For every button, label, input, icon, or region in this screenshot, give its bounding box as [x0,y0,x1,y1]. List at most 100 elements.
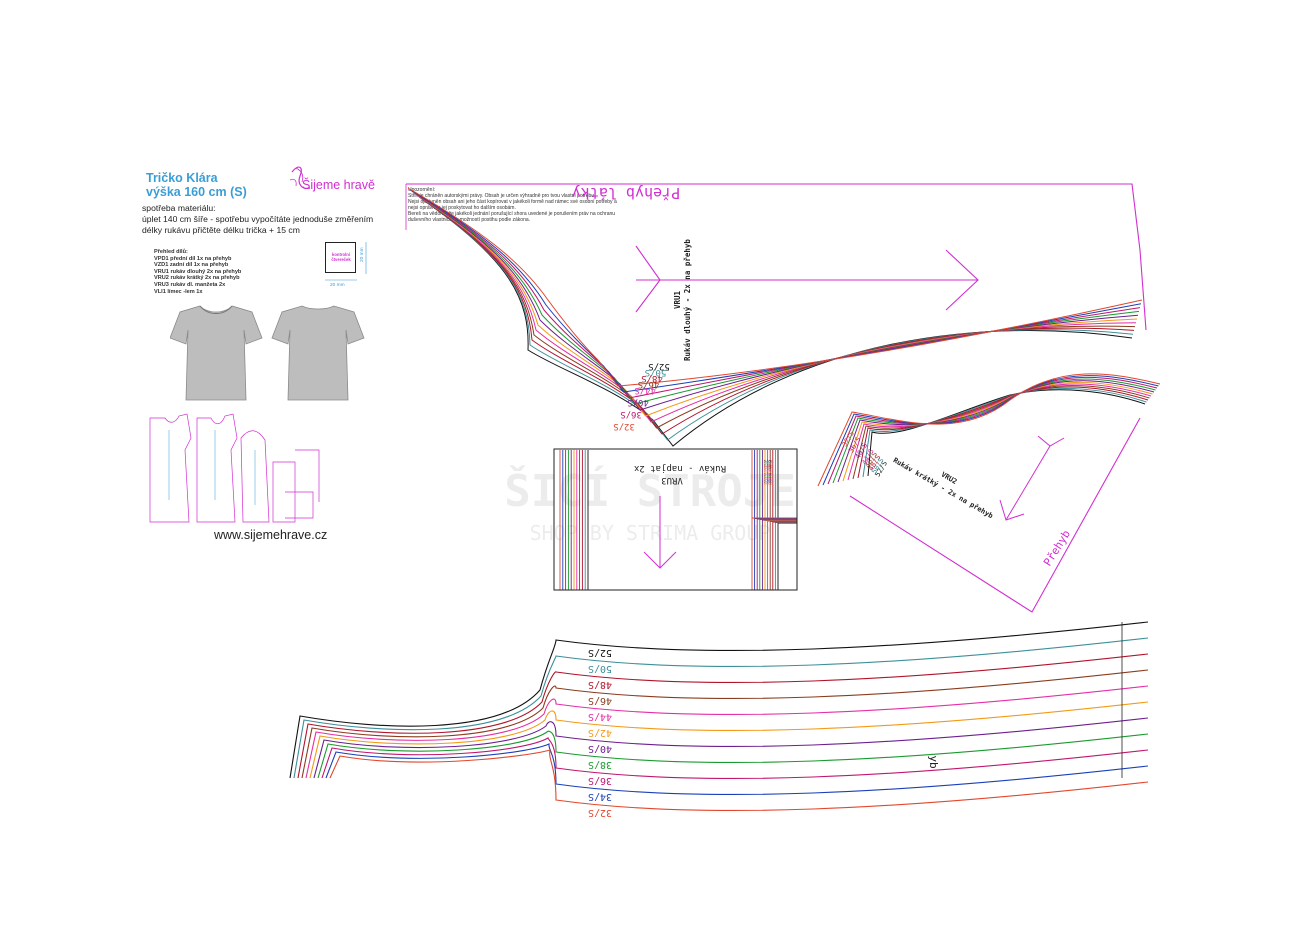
cuff-size-label: 52/S [764,459,772,463]
cuff-code: VRU3 [661,475,683,485]
body-size-label: 32/S [588,807,612,818]
body-size-label: 52/S [588,647,612,658]
long-sleeve-outline [418,195,1136,429]
body-size-label: 50/S [588,663,612,674]
cuff-size-label: 38/S [764,474,772,478]
parts-item: VRU2 rukáv krátký 2x na přehyb [154,275,240,282]
long-sleeve-outline [416,194,1137,423]
cuff-size-labels: 52/S50/S48/S46/S44/S42/S40/S38/S36/S34/S… [764,459,772,485]
long-sleeve-size-label: 44/S [634,385,656,395]
long-sleeve-size-label: 46/S [638,379,660,389]
body-outline [297,653,1149,779]
cuff-label: Rukáv - napjat 2x [633,463,726,473]
cuff-size-label: 44/S [764,468,772,472]
watermark: ŠICÍ STROJE SHOP BY STRIMA GROUP [504,464,795,545]
parts-item: VLI1 límec -lem 1x [154,288,203,295]
long-sleeve-outline [410,189,1141,399]
long-sleeve-piece: Přehyb látky VRU1 Rukáv dlouhý - 2x na p… [405,183,1147,447]
control-label-line-2: čtvereček [331,257,351,262]
watermark-line-1: ŠICÍ STROJE [504,464,795,517]
materials-heading: spotřeba materiálu: [142,203,216,213]
body-size-label: 46/S [588,695,612,706]
body-size-label: 44/S [588,711,612,722]
title-line-2: výška 160 cm (S) [146,185,247,199]
title-line-1: Tričko Klára [146,171,218,185]
body-outline [289,621,1149,779]
body-piece: yb 52/S 50/S 48/S 46/S 44/S 42/S 40/S 38/S 36/S 3… [289,621,1149,818]
long-sleeve-label: Rukáv dlouhý - 2x na přehyb [683,239,692,361]
cuff-size-label: 46/S [764,466,772,470]
parts-item: VRU3 rukáv dl. manžeta 2x [154,281,226,288]
website-link[interactable]: www.sijemehrave.cz [214,528,328,542]
body-outline [321,737,1149,780]
parts-item: VZD1 zadní díl 1x na přehyb [154,262,229,269]
long-sleeve-outline [419,197,1135,435]
body-outline [309,701,1149,779]
body-outline [317,730,1149,779]
control-dimension-lines [325,242,367,281]
short-sleeve-outline [817,373,1161,487]
cuff-size-label: 40/S [764,472,772,476]
fold-label-top: Přehyb látky [572,184,680,202]
body-size-labels: 52/S 50/S 48/S 46/S 44/S 42/S 40/S 38/S 36/S 34/S… [588,647,612,818]
notice-line: Střih je chráněn autorskými právy. Obsah… [408,193,596,200]
body-outline [293,637,1149,779]
body-outline [329,749,1149,812]
long-sleeve-size-label: 40/S [627,397,649,407]
parts-overview: Přehled dílů: VPD1 přední díl 1x na přeh… [154,249,294,295]
long-sleeve-outline [415,193,1138,417]
cuff-size-label: 48/S [764,463,772,467]
cuff-piece: Rukáv - napjat 2x VRU3 52/S50/S48/S46/S4… [553,448,798,591]
materials-line-2: délky rukávu přičtěte délku trička + 15 … [142,225,300,235]
long-sleeve-size-label: 48/S [641,373,663,383]
tshirt-back-icon [271,305,365,401]
cuff-size-label: 36/S [764,477,772,481]
body-size-label: 48/S [588,679,612,690]
parts-heading: Přehled dílů: [154,249,188,255]
body-size-label: 42/S [588,727,612,738]
body-size-label: 34/S [588,791,612,802]
tshirt-front-icon [170,305,263,401]
cuff-size-label: 42/S [764,470,772,474]
fold-label-short: Přehyb [1041,528,1073,569]
short-sleeve-label: Rukáv krátký - 2x na přehyb [892,456,995,520]
notice-line: Nejsi oprávněn obsah ani jeho část kopír… [408,199,617,206]
body-fold-label: yb [927,755,940,768]
long-sleeve-code: VRU1 [673,290,682,309]
body-size-label: 40/S [588,743,612,754]
control-width-label: 20 mm [330,283,345,288]
tshirt-illustrations [170,305,365,401]
long-sleeve-size-label: 32/S [613,421,635,431]
copyright-notice: Upozornění: Střih je chráněn autorskými … [408,187,678,224]
control-square [325,242,356,273]
control-label-line-1: kontrolní [332,252,350,257]
notice-line: duševního vlastnictví s možností postihu… [408,217,531,224]
body-size-label: 38/S [588,759,612,770]
body-size-label: 36/S [588,775,612,786]
body-outline [325,743,1149,796]
brand-name: Šijeme hravě [302,178,375,192]
body-outline [305,685,1149,779]
notice-line: nejsi oprávněn jej poskytovat ho dalším … [408,205,516,212]
long-sleeve-size-label: 36/S [620,409,642,419]
parts-item: VRU1 rukáv dlouhý 2x na přehyb [154,268,242,275]
notice-heading: Upozornění: [408,187,436,193]
notice-line: Bereš na vědomí, že jakékoli jednání por… [408,211,616,218]
long-sleeve-size-labels: 52/S50/S48/S46/S44/S 40/S 36/S 32/S [613,361,670,431]
body-outline [301,669,1149,779]
cuff-size-label: 34/S [764,479,772,483]
brand-logo-icon [289,166,311,189]
long-sleeve-outline [407,187,1143,387]
body-outline [313,717,1149,779]
mini-pattern-layout [149,413,320,523]
cuff-size-label: 32/S [764,481,772,485]
long-sleeve-size-label: 50/S [645,367,667,377]
long-sleeve-size-label: 52/S [648,361,670,371]
cuff-size-label: 50/S [764,461,772,465]
control-square-label: kontrolní čtvereček [326,252,356,262]
parts-item: VPD1 přední díl 1x na přehyb [154,255,232,262]
materials-info: spotřeba materiálu: úplet 140 cm šíře - … [142,203,392,236]
short-sleeve-piece: VRU2 Rukáv krátký - 2x na přehyb Přehyb … [817,373,1161,613]
